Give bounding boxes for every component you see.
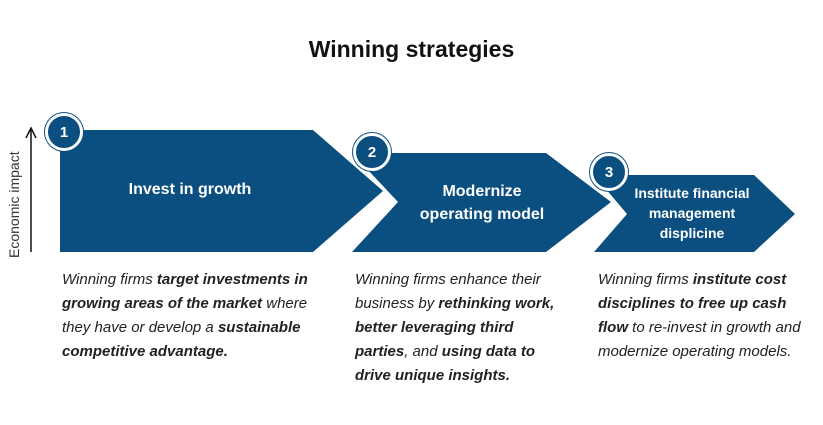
description-segment: to re-invest in growth and modernize ope… bbox=[598, 319, 801, 360]
chevron-step-1 bbox=[60, 130, 383, 252]
step-2-description: Winning firms enhance their business by … bbox=[355, 268, 570, 388]
y-axis-label: Economic impact bbox=[6, 151, 22, 258]
step-1-label: Invest in growth bbox=[128, 181, 252, 199]
step-2-label: Modernize operating model bbox=[419, 182, 545, 223]
chevron-step-3 bbox=[594, 175, 795, 252]
step-2-number-badge: 2 bbox=[353, 133, 391, 171]
step-3-number-badge: 3 bbox=[590, 153, 628, 191]
step-3-label: Institute financial management displicin… bbox=[634, 184, 750, 242]
description-segment: rethinking work, better leveraging third… bbox=[355, 295, 555, 360]
description-segment: institute cost disciplines to free up ca… bbox=[598, 271, 787, 336]
description-segment: Winning firms bbox=[598, 271, 693, 288]
chevron-step-2 bbox=[352, 153, 611, 252]
step-3-description: Winning firms institute cost disciplines… bbox=[598, 268, 803, 364]
step-1-description: Winning firms target investments in grow… bbox=[62, 268, 322, 364]
description-segment: sustainable competitive advantage. bbox=[62, 319, 301, 360]
step-1-number-badge: 1 bbox=[45, 113, 83, 151]
description-segment: Winning firms bbox=[62, 271, 157, 288]
description-segment: target investments in growing areas of t… bbox=[62, 271, 308, 312]
diagram-title: Winning strategies bbox=[308, 36, 515, 62]
description-segment: where they have or develop a bbox=[62, 295, 308, 336]
y-axis-arrow bbox=[25, 126, 37, 252]
description-segment: using data to drive unique insights. bbox=[355, 343, 536, 384]
description-segment: , and bbox=[404, 343, 442, 360]
description-segment: Winning firms enhance their business by bbox=[355, 271, 541, 312]
